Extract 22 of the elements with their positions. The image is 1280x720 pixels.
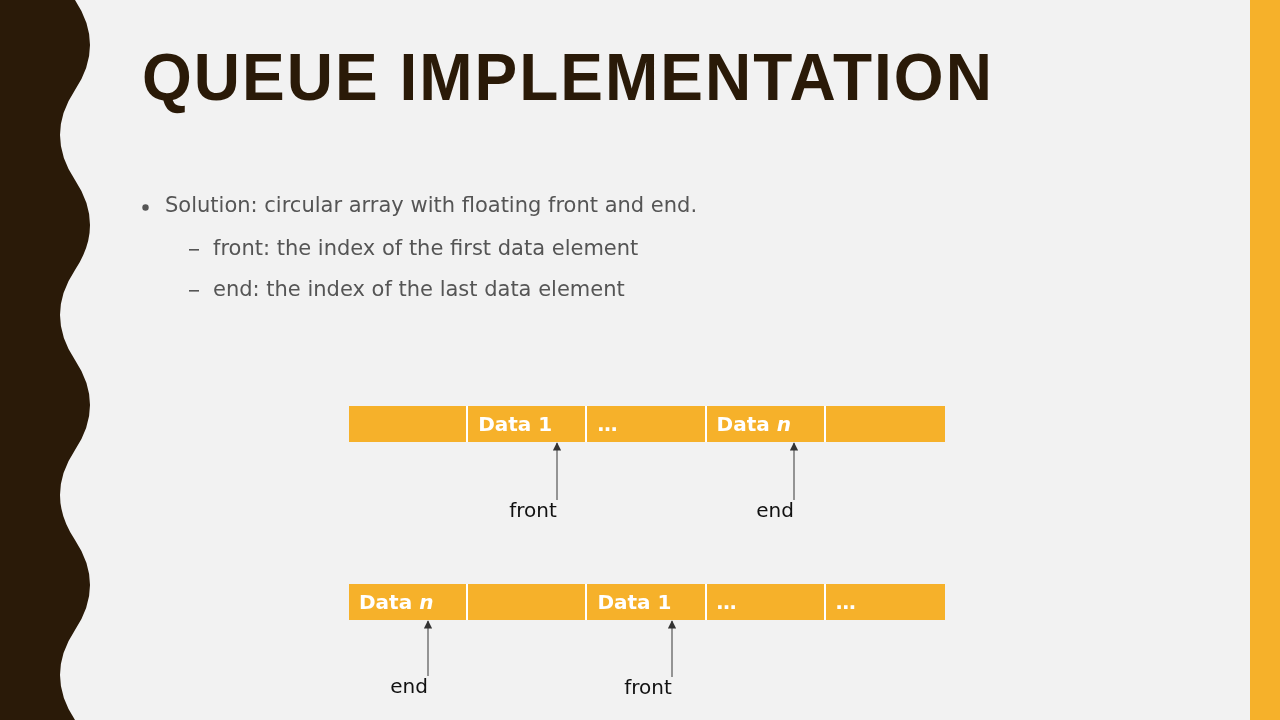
bullet-text: front: the index of the first data element [213, 236, 639, 260]
array-cell [468, 584, 588, 620]
array-cell: Data 1 [587, 584, 707, 620]
array-cell: … [825, 584, 945, 620]
pointer-label: front [624, 675, 672, 699]
pointer-arrow [423, 620, 433, 677]
bullet-text: end: the index of the last data element [213, 277, 625, 301]
array-cell: … [706, 584, 826, 620]
array-cell: Data n [349, 584, 469, 620]
array-cell [349, 406, 469, 442]
array-cell: … [587, 406, 707, 442]
bullet-text: Solution: circular array with floating front and end. [165, 193, 698, 217]
array-cell: Data 1 [468, 406, 588, 442]
pointer-label: front [509, 498, 557, 522]
pointer-arrow [789, 442, 799, 501]
slide-title: QUEUE IMPLEMENTATION [142, 38, 994, 116]
array-cell: Data n [706, 406, 826, 442]
pointer-arrow [667, 620, 677, 678]
array-cell [825, 406, 945, 442]
pointer-label: end [756, 498, 794, 522]
pointer-label: end [390, 674, 428, 698]
pointer-arrow [552, 442, 562, 501]
